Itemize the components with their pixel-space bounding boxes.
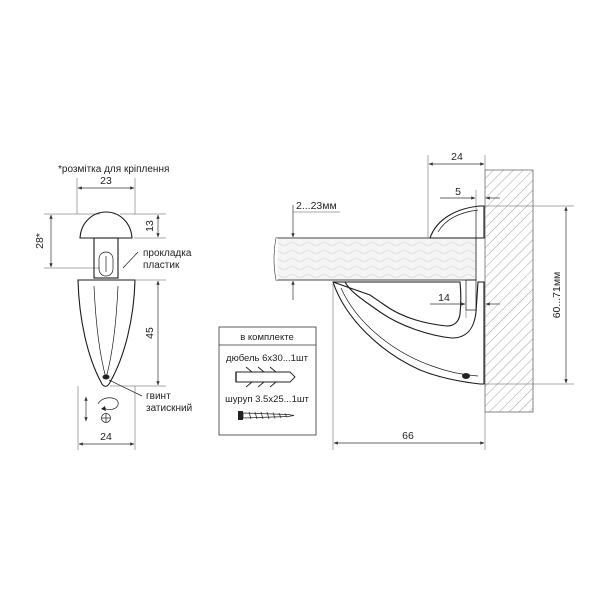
kit-item-dowel: дюбель 6x30...1шт: [226, 353, 309, 364]
bracket-inner: [332, 281, 462, 327]
screw-icon: [238, 411, 295, 420]
dim-inner: 14: [438, 292, 450, 304]
kit-item-screw: шуруп 3.5x25...1шт: [225, 394, 309, 405]
label-plastic-pad-1: прокладка: [143, 248, 192, 259]
bracket-screw: [462, 373, 470, 379]
mounting-note: *розмітка для кріплення: [58, 164, 169, 175]
holder-body: [77, 279, 136, 387]
clamp-screw: [102, 374, 110, 380]
kit-title: в комплекте: [240, 332, 294, 343]
label-plastic-pad-2: пластик: [143, 260, 180, 271]
label-clamp-screw-1: гвинт: [146, 391, 171, 402]
dim-shelf-thickness: 2...23мм: [296, 200, 337, 212]
mount-stem: [93, 237, 119, 279]
right-side-view: 24 5 2...23мм 14 60...71мм 66: [273, 151, 574, 450]
dim-depth: 66: [402, 430, 414, 442]
label-clamp-screw-2: затискний: [146, 403, 192, 414]
top-clamp: [429, 205, 485, 239]
bracket-body: [332, 281, 485, 385]
dim-height-total: 28*: [34, 233, 46, 249]
plastic-pad-slot: [98, 251, 114, 277]
dim-small: 5: [455, 186, 461, 198]
dim-width-bottom: 24: [100, 431, 112, 443]
shelf-texture: [277, 239, 475, 279]
cap-dome: [79, 211, 133, 239]
kit-box: в комплекте дюбель 6x30...1шт шуруп 3.5x…: [218, 326, 317, 436]
dim-top: 24: [451, 151, 463, 163]
wall: [484, 169, 534, 413]
dim-height-cap: 13: [144, 220, 156, 232]
left-front-view: *розмітка для кріплення 23 28* 13 прокла…: [34, 164, 192, 450]
dowel-icon: [235, 366, 296, 388]
dim-height: 60...71мм: [551, 272, 563, 319]
dim-width-top: 23: [100, 175, 112, 187]
dim-height-body: 45: [144, 327, 156, 339]
